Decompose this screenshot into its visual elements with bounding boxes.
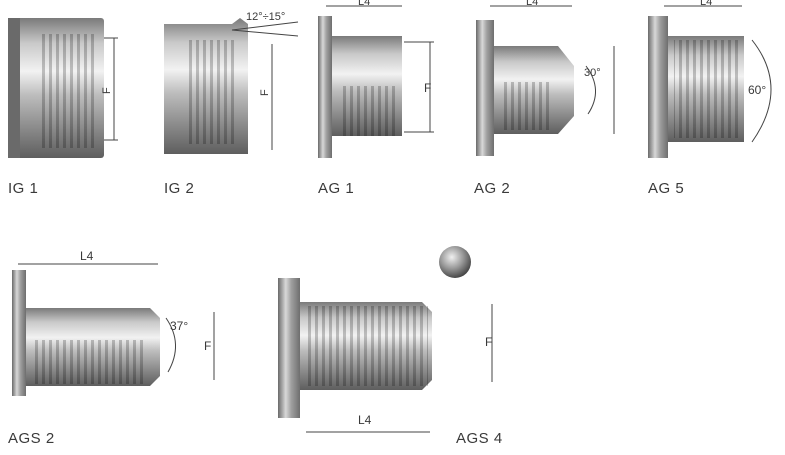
fitting-ags4: F L4 (278, 246, 493, 433)
ags4-dim-length: L4 (358, 413, 372, 427)
ags2-dim-angle: 37° (170, 319, 188, 333)
fitting-ag1: L4 F (318, 0, 434, 158)
ag1-dim-length: L4 (358, 0, 370, 8)
fitting-ig1: F (8, 18, 118, 158)
ig1-dim-diameter: F (101, 87, 113, 94)
ag2-thread (500, 82, 552, 130)
ag1-thread (340, 86, 398, 136)
fitting-ag2: L4 30° (476, 0, 615, 156)
caption-ag5: AG 5 (648, 180, 685, 197)
caption-ags4: AGS 4 (456, 430, 503, 447)
ags4-ball-detail (439, 246, 471, 278)
ag2-dim-length: L4 (526, 0, 538, 8)
fitting-ig2: 12°÷15° F (164, 11, 299, 154)
caption-ig2: IG 2 (164, 180, 195, 197)
ig2-thread (186, 40, 238, 144)
ig1-shoulder (8, 18, 20, 158)
ags2-thread (32, 340, 146, 384)
caption-ag2: AG 2 (474, 180, 511, 197)
ig2-cone-line-a (231, 21, 299, 31)
ig2-dim-angle: 12°÷15° (246, 11, 285, 23)
ag1-dim-diameter: F (424, 81, 431, 95)
ags2-dim-length: L4 (80, 249, 94, 263)
caption-ig1: IG 1 (8, 180, 39, 197)
ags2-dim-diameter: F (204, 339, 211, 353)
ag5-dim-length: L4 (700, 0, 712, 8)
ag2-dim-angle: 30° (584, 67, 601, 79)
ags4-flange (278, 278, 300, 418)
ag2-angle-arc (585, 65, 596, 115)
ag5-thread (674, 40, 740, 138)
caption-ags2: AGS 2 (8, 430, 55, 447)
caption-ag1: AG 1 (318, 180, 355, 197)
ag5-angle-arc (751, 39, 772, 143)
fitting-ags2: L4 37° F (12, 249, 215, 396)
ags2-angle-arc (165, 317, 176, 373)
ig2-cone-line-b (231, 29, 299, 37)
ag2-flange (476, 20, 494, 156)
ig1-thread (40, 34, 96, 148)
ags2-flange (12, 270, 26, 396)
ig2-dim-diameter: F (259, 89, 271, 96)
ag1-flange (318, 16, 332, 158)
fitting-ag5: L4 60° (648, 0, 772, 158)
ags4-thread (306, 306, 428, 386)
ag5-dim-angle: 60° (748, 83, 766, 97)
ags4-dim-diameter: F (485, 335, 492, 349)
ag5-flange (648, 16, 668, 158)
